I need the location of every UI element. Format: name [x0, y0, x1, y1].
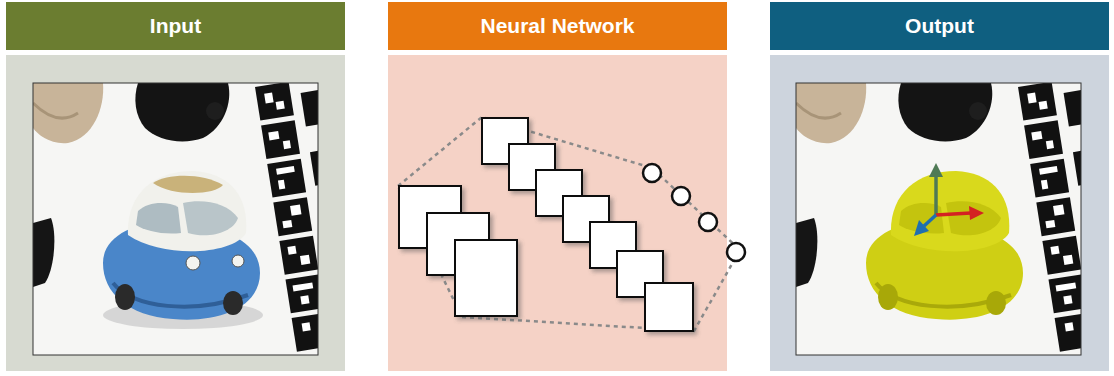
scene: [33, 83, 318, 355]
panel: Neural Network: [388, 2, 727, 371]
network-hull: [398, 117, 740, 331]
car-roof: [153, 176, 223, 193]
panel-header: Neural Network: [388, 2, 727, 50]
panel-header: Output: [770, 2, 1109, 50]
scene: [796, 83, 1081, 355]
feature-map: [645, 283, 693, 331]
model-wheel: [986, 291, 1006, 315]
photo-frame: [33, 83, 318, 355]
panel-ground: [388, 55, 727, 371]
car-light: [232, 255, 244, 267]
car-light: [186, 256, 200, 270]
axis-head: [929, 163, 943, 177]
axis-head: [914, 220, 929, 236]
neuron: [699, 213, 717, 231]
neuron: [727, 243, 745, 261]
axis-y: [934, 175, 938, 215]
feature-map: [455, 240, 517, 316]
car-wheel: [115, 284, 135, 310]
axis-head: [969, 206, 984, 220]
photo-frame: [796, 83, 1081, 355]
panel: Input: [6, 2, 345, 371]
model-cabin: [891, 171, 1009, 251]
panel: Output: [770, 2, 1109, 371]
panel-title: Neural Network: [480, 13, 634, 38]
axis-z: [924, 215, 936, 226]
car-window: [183, 201, 238, 235]
output-photo: [796, 83, 1081, 355]
panel-header: Input: [6, 2, 345, 50]
neuron: [672, 187, 690, 205]
layer-stack: [399, 118, 693, 331]
panel-title: Input: [150, 13, 201, 38]
car-window: [136, 203, 181, 234]
input-photo: [33, 83, 318, 355]
panel-title: Output: [905, 13, 974, 38]
neuron: [643, 164, 661, 182]
model-window: [946, 201, 1001, 235]
model-wheel: [878, 284, 898, 310]
car-wheel: [223, 291, 243, 315]
car-cabin: [128, 171, 246, 251]
axis-x: [936, 213, 971, 215]
